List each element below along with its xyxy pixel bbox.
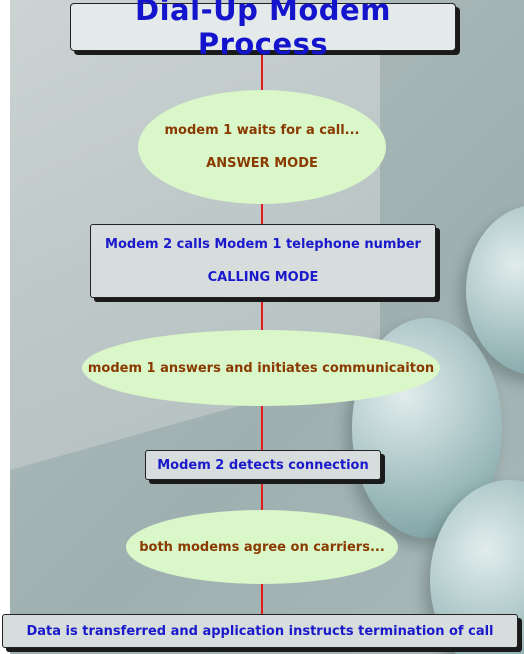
- step-agree-carriers-text: both modems agree on carriers...: [139, 539, 385, 555]
- step-answers-initiates: modem 1 answers and initiates communicai…: [82, 330, 440, 406]
- step-agree-carriers: both modems agree on carriers...: [126, 510, 398, 584]
- step-detects-connection: Modem 2 detects connection: [145, 450, 381, 480]
- step-detects-connection-text: Modem 2 detects connection: [157, 457, 369, 473]
- title-box: Dial-Up Modem Process: [70, 0, 456, 61]
- step-answer-mode-label: ANSWER MODE: [206, 156, 318, 171]
- step-answer-mode: modem 1 waits for a call... ANSWER MODE: [138, 90, 386, 204]
- left-margin: [0, 0, 10, 654]
- step-calling-mode-text: Modem 2 calls Modem 1 telephone number: [105, 237, 421, 252]
- step-data-transfer-text: Data is transferred and application inst…: [26, 623, 494, 639]
- step-answers-initiates-text: modem 1 answers and initiates communicai…: [87, 360, 435, 376]
- step-calling-mode-label: CALLING MODE: [207, 270, 319, 285]
- diagram-title: Dial-Up Modem Process: [135, 0, 391, 61]
- step-data-transfer: Data is transferred and application inst…: [2, 614, 518, 648]
- step-answer-mode-text: modem 1 waits for a call...: [164, 123, 360, 138]
- step-calling-mode: Modem 2 calls Modem 1 telephone number C…: [90, 224, 436, 298]
